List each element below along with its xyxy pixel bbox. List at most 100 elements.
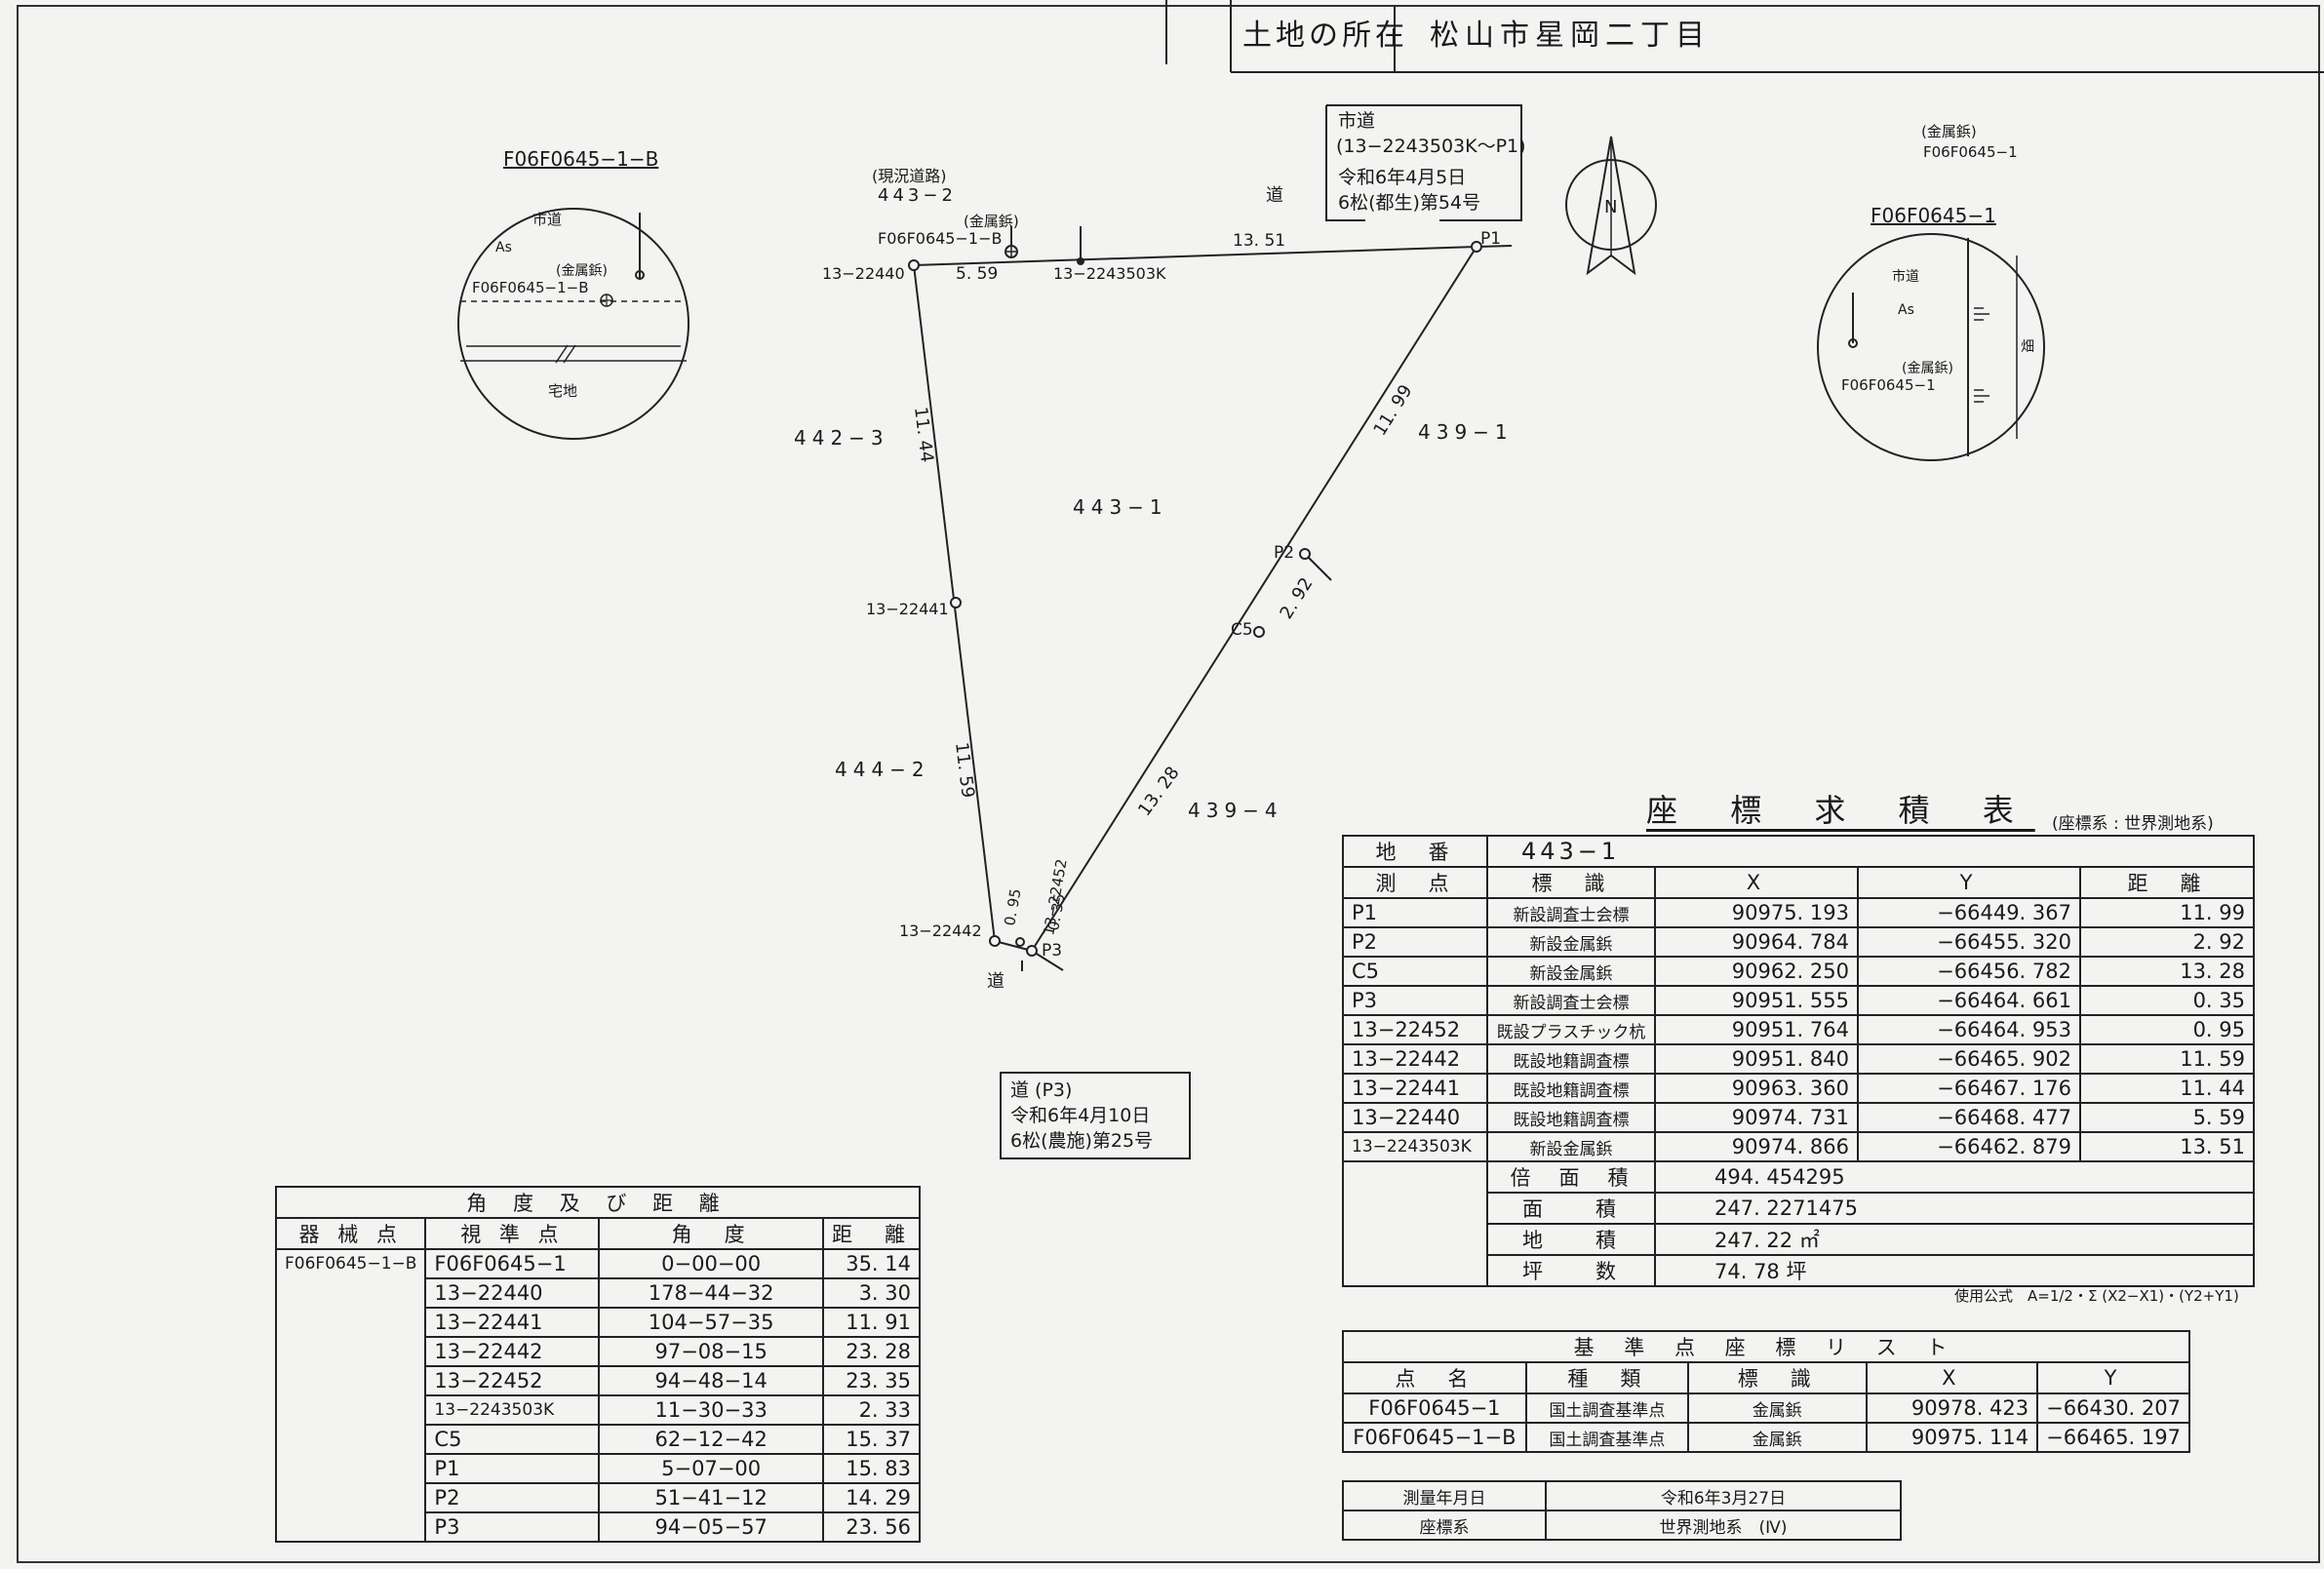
survey-info-table: 測量年月日 令和6年3月27日 座標系 世界測地系 (Ⅳ): [1342, 1480, 1902, 1541]
table-row: 13−22442 既設地籍調査標 90951. 840 −66465. 902 …: [1342, 1043, 2255, 1075]
row-station: 13−22441: [1342, 1073, 1488, 1104]
point-c5: [1253, 626, 1265, 638]
row-marker: 新設金属鋲: [1486, 1131, 1656, 1162]
row-dist: 15. 37: [822, 1424, 921, 1455]
label-22441: 13−22441: [866, 600, 949, 618]
table-row: 13−22440 178−44−32 3. 30: [276, 1277, 921, 1309]
neighbor-443-2: 443−2: [878, 185, 957, 206]
boundary-top: [913, 246, 1477, 266]
row-dist: 23. 56: [822, 1511, 921, 1543]
summary-value: 247. 22 ㎡: [1654, 1223, 2255, 1256]
row-marker: 新設調査士会標: [1486, 897, 1656, 928]
row-station: P1: [1342, 897, 1488, 928]
col-marker: 標 識: [1486, 866, 1656, 899]
col-x: X: [1654, 866, 1859, 899]
col-y: Y: [1857, 866, 2081, 899]
ref-name: F06F0645−1: [1342, 1392, 1527, 1424]
row-angle: 178−44−32: [598, 1277, 824, 1309]
point-p3: [1026, 945, 1038, 957]
summary-row: 地 積 247. 22 ㎡: [1342, 1223, 2255, 1256]
row-x: 90951. 555: [1654, 985, 1859, 1016]
row-angle: 11−30−33: [598, 1394, 824, 1426]
col-station: 測 点: [1342, 866, 1488, 899]
table-row: F06F0645−1−B 国土調査基準点 金属鋲 90975. 114 −664…: [1342, 1422, 2190, 1453]
location-value: 松山市星岡二丁目: [1430, 19, 1711, 53]
inset-right-kind: (金属鋲): [1902, 361, 1953, 376]
row-y: −66468. 477: [1857, 1102, 2081, 1133]
table-row: P1 5−07−00 15. 83: [276, 1453, 921, 1484]
dist-1351: 13. 51: [1233, 231, 1285, 251]
coord-table: 地 番 443−1 測 点 標 識 X Y 距 離 P1 新設調査士会標 909…: [1342, 835, 2255, 1287]
angle-table-title: 角 度 及 び 距 離: [275, 1186, 921, 1219]
table-row: P2 51−41−12 14. 29: [276, 1482, 921, 1513]
summary-row: 倍 面 積 494. 454295: [1342, 1160, 2255, 1194]
ref-name: F06F0645−1−B: [1342, 1422, 1527, 1453]
label-2243503k: 13−2243503K: [1053, 264, 1166, 283]
boundary-bottom: [994, 940, 1033, 952]
ref-sign: 金属鋲: [1686, 1392, 1868, 1424]
col-kind: 種 類: [1524, 1361, 1689, 1394]
dist-1328: 13. 28: [1134, 763, 1184, 820]
city-note-l4: 6松(都生)第54号: [1338, 192, 1480, 214]
row-marker: 既設プラスチック杭: [1486, 1014, 1656, 1045]
inset-left-as: As: [495, 240, 512, 255]
row-angle: 5−07−00: [598, 1453, 824, 1484]
row-sight: P3: [424, 1511, 601, 1543]
ref-kind: 国土調査基準点: [1524, 1392, 1689, 1424]
row-marker: 新設金属鋲: [1486, 926, 1656, 958]
row-x: 90951. 764: [1654, 1014, 1859, 1045]
row-station: 13−2243503K: [1342, 1131, 1488, 1162]
col-instrument: 器 械 点: [274, 1217, 427, 1250]
row-dist: 14. 29: [822, 1482, 921, 1513]
row-x: 90974. 731: [1654, 1102, 1859, 1133]
row-station: 13−22440: [1342, 1102, 1488, 1133]
inset-right-marker: F06F0645−1: [1841, 376, 1936, 394]
row-x: 90951. 840: [1654, 1043, 1859, 1075]
dist-095: 0. 95: [1001, 887, 1024, 927]
row-sight: 13−22452: [424, 1365, 601, 1396]
row-marker: 新設調査士会標: [1486, 985, 1656, 1016]
row-y: −66455. 320: [1857, 926, 2081, 958]
ref-kind: 国土調査基準点: [1524, 1422, 1689, 1453]
row-x: 90963. 360: [1654, 1073, 1859, 1104]
coord-system-value: 世界測地系 (Ⅳ): [1545, 1510, 1902, 1541]
row-dist: 3. 30: [822, 1277, 921, 1309]
dist-559: 5. 59: [956, 264, 998, 284]
dist-1199: 11. 99: [1369, 381, 1416, 440]
inset-right-top-marker: F06F0645−1: [1923, 143, 2018, 161]
city-note-l3: 令和6年4月5日: [1338, 167, 1466, 188]
location-label: 土地の所在: [1242, 19, 1408, 53]
point-p1: [1471, 241, 1482, 253]
label-22440: 13−22440: [822, 264, 905, 283]
parcel-443-1: 443−1: [1073, 495, 1168, 519]
row-dist: 15. 83: [822, 1453, 921, 1484]
row-angle: 104−57−35: [598, 1307, 824, 1338]
row-y: −66464. 953: [1857, 1014, 2081, 1045]
inset-left-road: 市道: [532, 211, 562, 228]
table-row: 13−22442 97−08−15 23. 28: [276, 1336, 921, 1367]
coord-table-title: 座 標 求 積 表: [1646, 792, 2035, 829]
summary-value: 74. 78 坪: [1654, 1254, 2255, 1287]
table-row: P2 新設金属鋲 90964. 784 −66455. 320 2. 92: [1342, 926, 2255, 958]
table-row: P1 新設調査士会標 90975. 193 −66449. 367 11. 99: [1342, 897, 2255, 928]
summary-label: 坪 数: [1486, 1254, 1656, 1287]
row-y: −66462. 879: [1857, 1131, 2081, 1162]
row-sight: 13−22442: [424, 1336, 601, 1367]
row-angle: 94−48−14: [598, 1365, 824, 1396]
dist-292: 2. 92: [1276, 574, 1317, 623]
row-x: 90975. 193: [1654, 897, 1859, 928]
row-dist: 2. 33: [822, 1394, 921, 1426]
row-marker: 新設金属鋲: [1486, 956, 1656, 987]
point-22452: [1015, 937, 1025, 947]
row-angle: 94−05−57: [598, 1511, 824, 1543]
row-y: −66465. 902: [1857, 1043, 2081, 1075]
label-22442: 13−22442: [899, 922, 982, 940]
label-p3: P3: [1042, 941, 1062, 961]
col-point-name: 点 名: [1342, 1361, 1527, 1394]
row-sight: P1: [424, 1453, 601, 1484]
city-note-l1: 市道: [1338, 110, 1375, 132]
table-row: 13−22452 既設プラスチック杭 90951. 764 −66464. 95…: [1342, 1014, 2255, 1045]
north-arrow-icon: N: [1565, 136, 1657, 276]
row-y: −66467. 176: [1857, 1073, 2081, 1104]
